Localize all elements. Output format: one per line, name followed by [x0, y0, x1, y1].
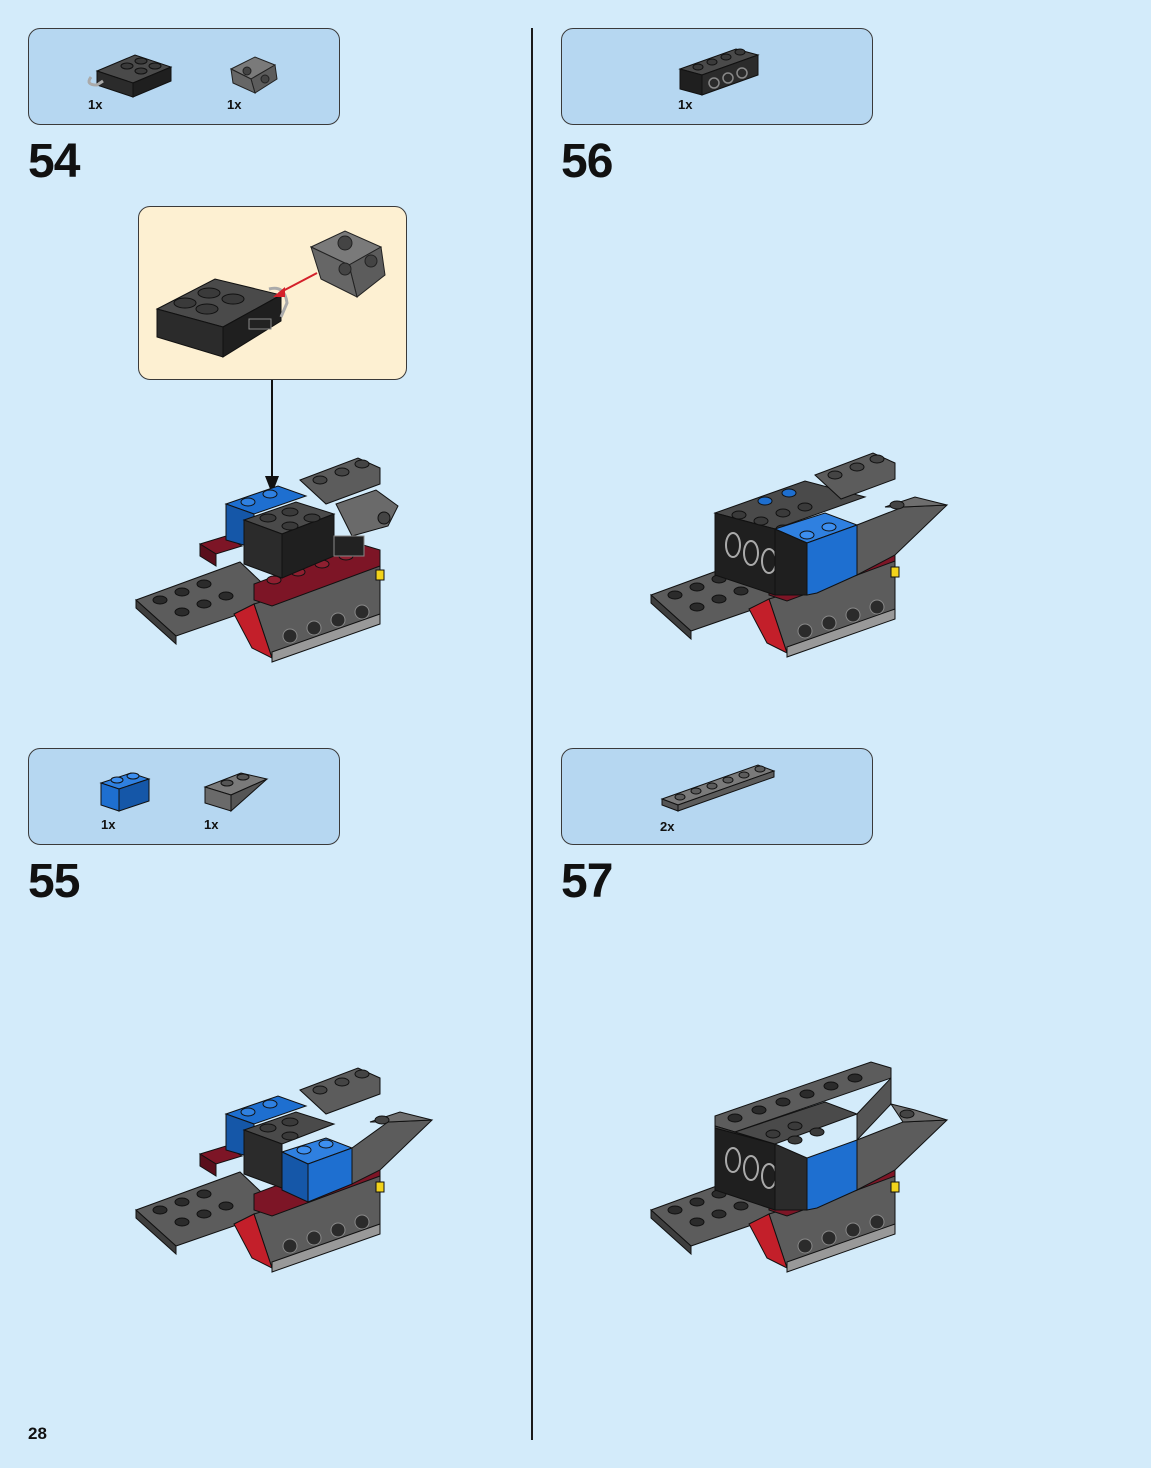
step-number: 54 — [28, 135, 80, 188]
dark-gray-slope-icon — [203, 772, 269, 813]
part-qty: 1x — [678, 97, 693, 112]
sub-assembly-callout — [138, 206, 407, 380]
black-brick-with-clip-icon — [87, 54, 173, 98]
dark-gray-plate-1x6-icon — [660, 764, 776, 812]
part-qty: 1x — [101, 817, 116, 832]
callout-pointer-arrow — [265, 380, 279, 494]
column-divider — [531, 28, 533, 1440]
parts-box-step-54: 1x 1x — [28, 28, 340, 125]
callout-assembly-illustration — [155, 230, 386, 358]
part-qty: 1x — [204, 817, 219, 832]
step-number: 56 — [561, 135, 613, 188]
black-technic-brick-1x4-icon — [678, 48, 760, 96]
step-number: 57 — [561, 855, 613, 908]
model-step-57 — [650, 1061, 949, 1273]
page-number: 28 — [28, 1424, 47, 1443]
part-qty: 1x — [88, 97, 103, 112]
parts-box-step-57: 2x — [561, 748, 873, 845]
dark-gray-clip-icon — [229, 56, 278, 94]
step-number: 55 — [28, 855, 80, 908]
model-step-56 — [650, 452, 949, 658]
model-step-54 — [135, 457, 399, 663]
blue-brick-1x2-icon — [99, 772, 151, 812]
parts-box-step-55: 1x 1x — [28, 748, 340, 845]
parts-box-step-56: 1x — [561, 28, 873, 125]
part-qty: 2x — [660, 819, 675, 834]
model-step-55 — [135, 1067, 434, 1273]
part-qty: 1x — [227, 97, 242, 112]
